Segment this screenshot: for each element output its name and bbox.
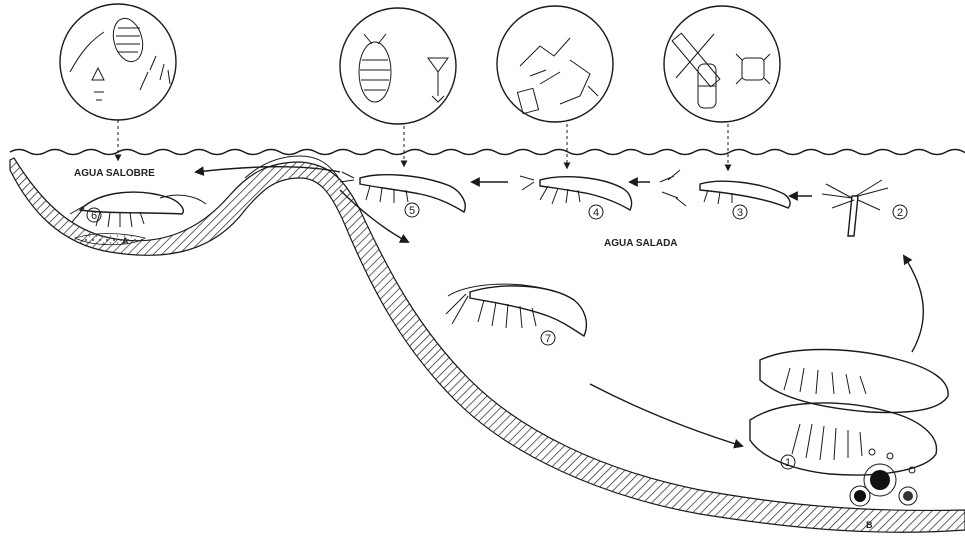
water-surface bbox=[10, 150, 965, 155]
shrimp-stage-6: 6 bbox=[70, 192, 206, 227]
stage-2-number: 2 bbox=[897, 207, 903, 219]
shrimp-stage-1: 1 bbox=[750, 350, 948, 507]
food-circle-stage-5 bbox=[340, 8, 456, 124]
shrimp-stage-3: 3 bbox=[660, 170, 790, 219]
stage-7-number: 7 bbox=[545, 333, 551, 345]
point-a-label: A bbox=[122, 236, 129, 246]
food-circle-brackish bbox=[60, 4, 176, 120]
brackish-water-label: AGUA SALOBRE bbox=[74, 168, 155, 179]
stage-5-number: 5 bbox=[409, 205, 415, 217]
stage-4-number: 4 bbox=[593, 207, 599, 219]
food-circle-stage-3 bbox=[664, 6, 780, 122]
arrow-stage-7-to-stage-1 bbox=[590, 384, 742, 446]
shrimp-stage-7: 7 bbox=[446, 284, 586, 345]
shrimp-stage-2: 2 bbox=[822, 180, 907, 236]
arrow-stage-1-to-stage-2 bbox=[904, 256, 923, 352]
shrimp-stage-4: 4 bbox=[520, 176, 632, 219]
stage-3-number: 3 bbox=[737, 207, 743, 219]
food-circle-stage-4 bbox=[497, 6, 613, 122]
point-b-label: B bbox=[866, 520, 873, 530]
salt-water-label: AGUA SALADA bbox=[604, 238, 678, 249]
stage-6-number: 6 bbox=[91, 210, 97, 222]
stage-1-number: 1 bbox=[785, 457, 791, 469]
